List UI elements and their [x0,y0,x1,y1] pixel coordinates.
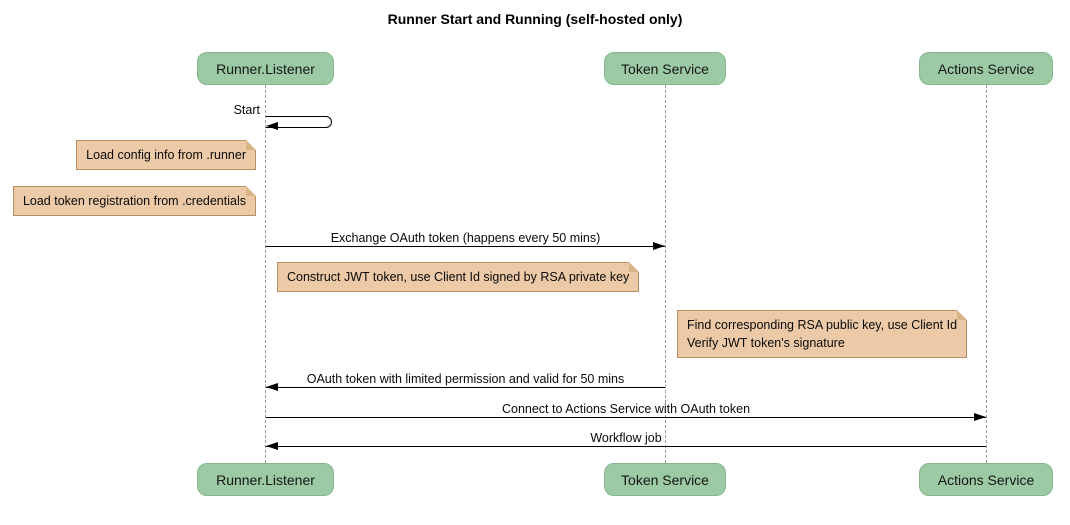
participant-label: Runner.Listener [216,60,315,77]
arrowhead-left-icon [266,383,278,391]
participant-token-service-top: Token Service [604,52,726,85]
message-line [266,246,665,247]
lifeline-token-service [665,85,666,463]
diagram-title: Runner Start and Running (self-hosted on… [387,11,683,27]
message-line [266,446,986,447]
message-label: Connect to Actions Service with OAuth to… [501,402,751,416]
note-load-config: Load config info from .runner [76,140,256,170]
arrowhead-left-icon [266,122,278,130]
message-label: Workflow job [590,431,662,445]
self-message-loop [266,116,332,128]
note-load-token-registration: Load token registration from .credential… [12,186,257,216]
participant-token-service-bottom: Token Service [604,463,726,496]
arrowhead-right-icon [974,413,986,421]
arrowhead-left-icon [266,442,278,450]
participant-actions-service-bottom: Actions Service [919,463,1053,496]
message-label: Exchange OAuth token (happens every 50 m… [330,231,601,245]
participant-actions-service-top: Actions Service [919,52,1053,85]
note-construct-jwt: Construct JWT token, use Client Id signe… [277,262,640,292]
message-label: Start [233,103,260,117]
participant-label: Actions Service [937,471,1035,488]
arrowhead-right-icon [653,242,665,250]
message-line [266,387,665,388]
lifeline-runner-listener [265,85,266,463]
note-verify-jwt: Find corresponding RSA public key, use C… [677,310,968,358]
participant-label: Runner.Listener [216,471,315,488]
message-line [266,417,986,418]
participant-label: Token Service [621,60,709,77]
lifeline-actions-service [986,85,987,463]
participant-label: Token Service [621,471,709,488]
participant-runner-listener-bottom: Runner.Listener [197,463,334,496]
message-label: OAuth token with limited permission and … [306,372,625,386]
participant-runner-listener-top: Runner.Listener [197,52,334,85]
participant-label: Actions Service [937,60,1035,77]
